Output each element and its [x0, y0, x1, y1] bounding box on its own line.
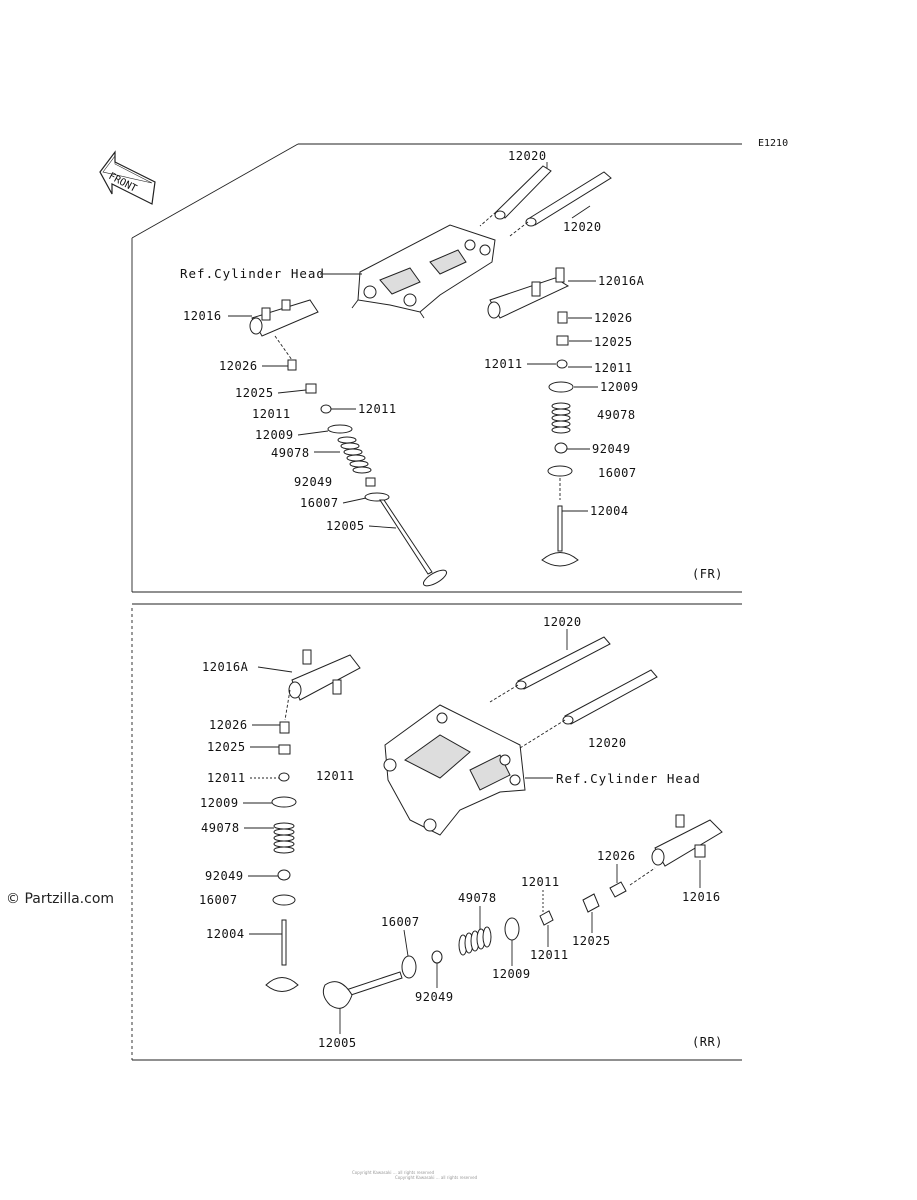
rr-rocker-shafts — [489, 636, 658, 749]
label-16007: 16007 — [381, 915, 420, 929]
label-92049: 92049 — [294, 475, 333, 489]
fr-rocker-arm-right — [487, 267, 570, 319]
label-92049: 92049 — [205, 869, 244, 883]
label-12011: 12011 — [207, 771, 246, 785]
rr-bottom-valve-stack — [322, 867, 656, 1009]
label-12011: 12011 — [594, 361, 633, 375]
label-12004: 12004 — [206, 927, 245, 941]
label-12016: 12016 — [183, 309, 222, 323]
label-ref-cylinder-head: Ref.Cylinder Head — [556, 771, 701, 786]
label-16007: 16007 — [598, 466, 637, 480]
fr-cylinder-head — [351, 224, 496, 319]
label-12026: 12026 — [597, 849, 636, 863]
label-12020: 12020 — [563, 220, 602, 234]
fr-rocker-shafts — [479, 165, 612, 237]
label-12009: 12009 — [600, 380, 639, 394]
label-12025: 12025 — [235, 386, 274, 400]
fr-rocker-arm-left — [249, 299, 319, 337]
label-ref-cylinder-head: Ref.Cylinder Head — [180, 266, 325, 281]
rr-cylinder-head — [383, 704, 526, 836]
label-49078: 49078 — [271, 446, 310, 460]
label-12016: 12016 — [682, 890, 721, 904]
label-12026: 12026 — [209, 718, 248, 732]
label-12004: 12004 — [590, 504, 629, 518]
label-16007: 16007 — [199, 893, 238, 907]
label-12020: 12020 — [543, 615, 582, 629]
label-12026: 12026 — [594, 311, 633, 325]
label-12009: 12009 — [492, 967, 531, 981]
footer-line: Copyright Kawasaki ... all rights reserv… — [352, 1170, 435, 1175]
label-12011: 12011 — [316, 769, 355, 783]
label-12011: 12011 — [484, 357, 523, 371]
label-12009: 12009 — [200, 796, 239, 810]
label-12009: 12009 — [255, 428, 294, 442]
label-12016a: 12016A — [598, 274, 645, 288]
section-tag-rr: (RR) — [692, 1035, 723, 1049]
label-12005: 12005 — [326, 519, 365, 533]
label-12011: 12011 — [358, 402, 397, 416]
label-12016a: 12016A — [202, 660, 249, 674]
label-12025: 12025 — [594, 335, 633, 349]
label-92049: 92049 — [592, 442, 631, 456]
rr-labels: 12020 12020 Ref.Cylinder Head 12016A 120… — [199, 615, 723, 1050]
rr-rocker-arm-left — [284, 649, 361, 721]
rr-rocker-arm-right — [651, 814, 723, 867]
section-rr-frame — [131, 603, 742, 1061]
label-12026: 12026 — [219, 359, 258, 373]
section-fr-frame — [131, 143, 742, 593]
watermark: © Partzilla.com — [6, 891, 114, 907]
diagram-code: E1210 — [758, 138, 788, 149]
label-49078: 49078 — [597, 408, 636, 422]
label-12005: 12005 — [318, 1036, 357, 1050]
label-12011: 12011 — [521, 875, 560, 889]
rr-left-valve-stack — [265, 721, 299, 992]
label-12025: 12025 — [207, 740, 246, 754]
label-12011: 12011 — [530, 948, 569, 962]
fr-right-valve-stack — [541, 311, 579, 567]
label-16007: 16007 — [300, 496, 339, 510]
section-tag-fr: (FR) — [692, 567, 723, 581]
label-12020: 12020 — [508, 149, 547, 163]
label-92049: 92049 — [415, 990, 454, 1004]
footer-line: Copyright Kawasaki ... all rights reserv… — [395, 1175, 478, 1180]
label-12011: 12011 — [252, 407, 291, 421]
front-arrow-icon: FRONT — [99, 150, 156, 205]
label-49078: 49078 — [201, 821, 240, 835]
label-12025: 12025 — [572, 934, 611, 948]
label-49078: 49078 — [458, 891, 497, 905]
label-12020: 12020 — [588, 736, 627, 750]
fr-left-valve-stack — [274, 335, 448, 587]
fr-labels: 12020 12020 Ref.Cylinder Head 12016 1202… — [180, 149, 723, 581]
